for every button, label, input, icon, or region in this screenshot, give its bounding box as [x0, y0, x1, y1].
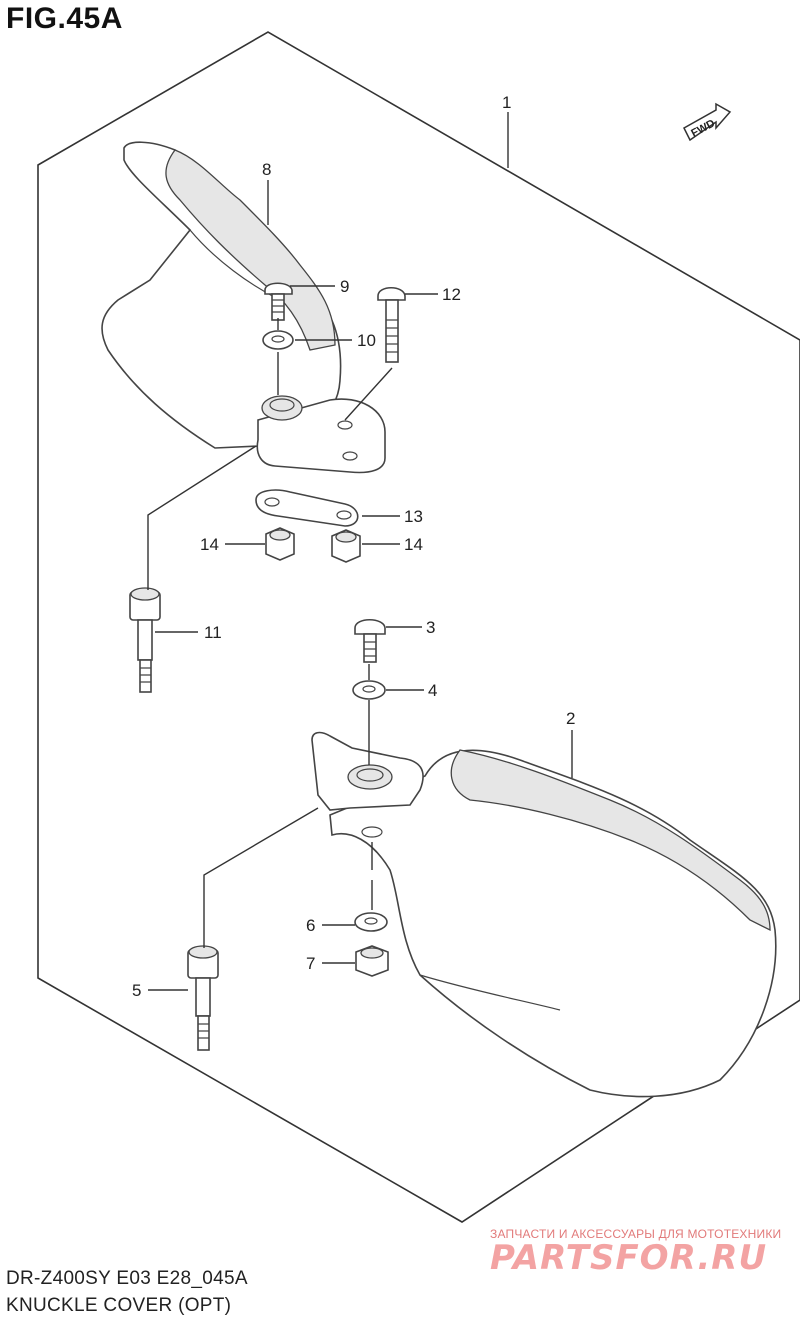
callout-2: 2	[566, 709, 575, 728]
part-2-lower-knuckle-cover	[311, 731, 777, 1098]
callout-14-right: 14	[404, 535, 423, 554]
part-13-plate	[255, 489, 359, 527]
callout-8: 8	[262, 160, 271, 179]
assembly-frame	[37, 31, 800, 1223]
callout-7: 7	[306, 954, 315, 973]
watermark-tagline: ЗАПЧАСТИ И АКСЕССУАРЫ ДЛЯ МОТОТЕХНИКИ	[490, 1227, 782, 1241]
callout-4: 4	[428, 681, 437, 700]
watermark-logo: PARTSFOR.RU	[490, 1238, 768, 1278]
callout-1: 1	[502, 93, 511, 112]
callout-12: 12	[442, 285, 461, 304]
callout-9: 9	[340, 277, 349, 296]
figure-title: FIG.45A	[6, 2, 123, 35]
part-14-nut-left	[265, 527, 295, 561]
part-14-nut-right	[331, 529, 361, 563]
diagram-name: KNUCKLE COVER (OPT)	[6, 1295, 232, 1316]
part-8-upper-knuckle-cover	[101, 141, 386, 474]
callout-10: 10	[357, 331, 376, 350]
callout-14-left: 14	[200, 535, 219, 554]
svg-text:FWD: FWD	[689, 117, 717, 139]
callout-3: 3	[426, 618, 435, 637]
part-10-washer	[262, 330, 294, 350]
part-12-bolt	[377, 286, 406, 363]
part-3-screw	[354, 618, 386, 663]
callout-11: 11	[204, 623, 222, 642]
assembly-lines	[147, 318, 393, 948]
callout-5: 5	[132, 981, 141, 1000]
part-6-washer	[354, 912, 388, 932]
model-code: DR-Z400SY E03 E28_045A	[6, 1268, 248, 1289]
part-5-bolt	[187, 945, 219, 1051]
part-4-washer	[352, 680, 386, 700]
part-11-bolt	[129, 587, 161, 693]
callout-13: 13	[404, 507, 423, 526]
callout-6: 6	[306, 916, 315, 935]
part-7-nut	[355, 945, 389, 977]
callout-leaders	[148, 112, 573, 991]
fwd-arrow-icon: FWD	[683, 102, 732, 142]
